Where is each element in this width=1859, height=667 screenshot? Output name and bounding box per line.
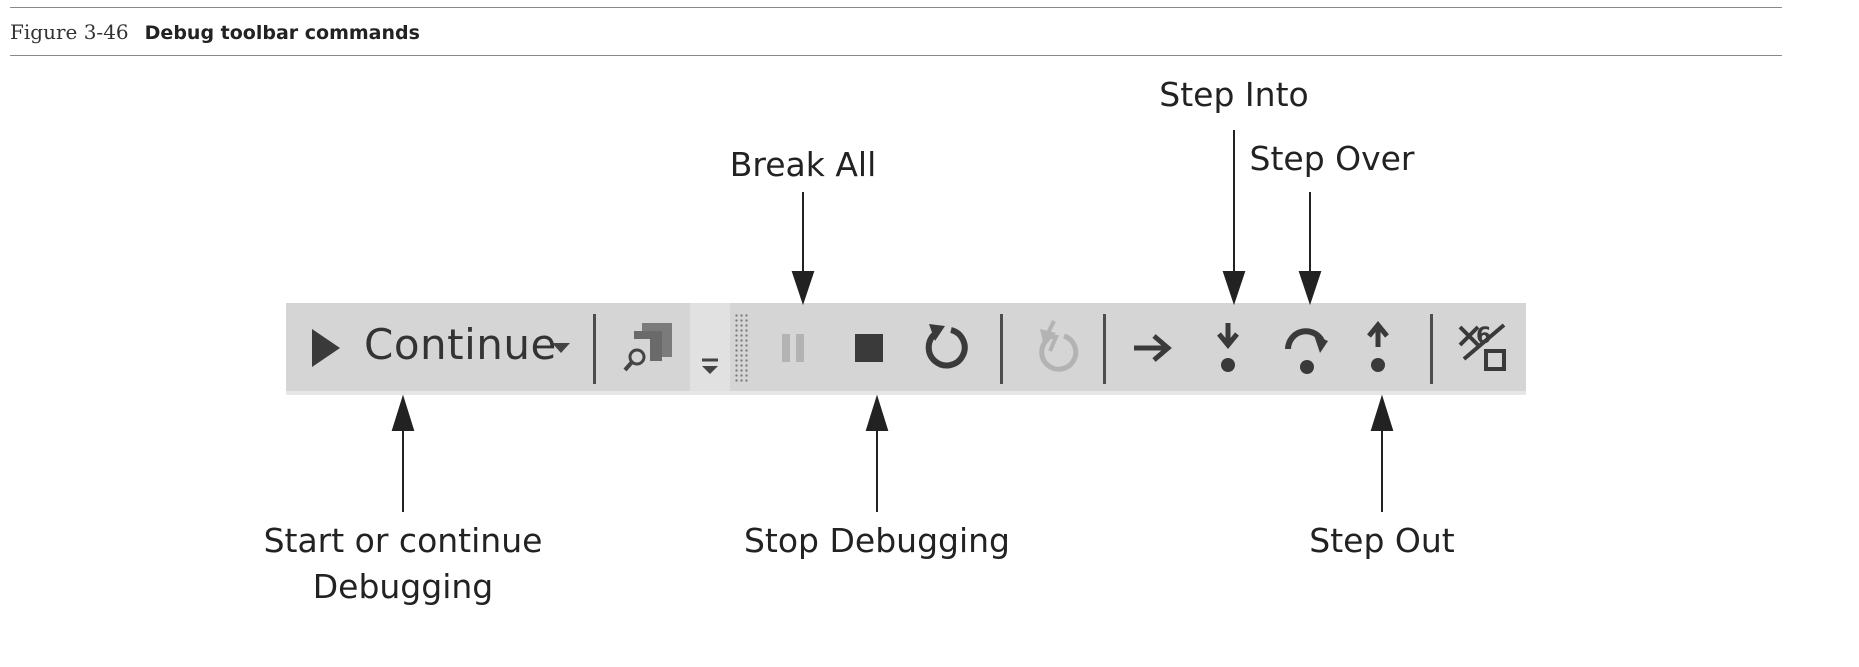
toolbar-grip[interactable]: [734, 313, 748, 383]
step-into-icon: [1217, 323, 1239, 372]
stop-debugging-button[interactable]: [846, 325, 892, 371]
caret-down-icon: [552, 343, 570, 353]
separator: [593, 314, 596, 384]
step-into-callout: Step Into: [1159, 75, 1309, 114]
find-window-icon: [623, 323, 672, 372]
play-icon: [312, 329, 340, 367]
restart-icon: [925, 324, 968, 369]
start-arrowhead: [391, 394, 415, 431]
hex-display-button[interactable]: 6: [1454, 317, 1514, 379]
start-callout-line2: Debugging: [312, 567, 494, 606]
break-all-button[interactable]: [770, 325, 816, 371]
caption-rule: [10, 55, 1782, 56]
step-into-button[interactable]: [1206, 319, 1250, 381]
continue-dropdown-button[interactable]: [548, 335, 574, 361]
pause-icon: [782, 334, 804, 362]
stop-debugging-callout: Stop Debugging: [743, 521, 1010, 560]
toolbar-overflow-button[interactable]: [690, 303, 730, 391]
step-into-arrowhead: [1222, 271, 1246, 306]
step-over-arrowhead: [1298, 271, 1322, 306]
step-out-arrowhead: [1370, 394, 1394, 431]
process-picker-button[interactable]: [620, 319, 676, 377]
svg-text:6: 6: [1476, 324, 1491, 349]
separator: [1000, 314, 1003, 384]
break-all-arrowhead: [791, 271, 815, 306]
overflow-chevron-icon: [702, 358, 718, 374]
apply-code-changes-button[interactable]: [1026, 317, 1086, 377]
continue-label[interactable]: Continue: [364, 320, 557, 369]
break-all-callout: Break All: [729, 145, 877, 184]
start-callout-line1: Start or continue: [263, 521, 543, 560]
debug-toolbar: Continue: [286, 303, 1526, 395]
restart-button[interactable]: [918, 319, 976, 377]
step-over-callout: Step Over: [1249, 139, 1415, 178]
arrow-right-icon: [1134, 334, 1172, 362]
separator: [1430, 314, 1433, 384]
step-out-callout: Step Out: [1309, 521, 1455, 560]
figure-number: Figure 3-46: [10, 20, 129, 44]
figure-title: Debug toolbar commands: [144, 22, 420, 44]
hot-reload-icon: [1039, 320, 1079, 372]
top-rule: [10, 7, 1782, 8]
figure-caption: Figure 3-46 Debug toolbar commands: [10, 20, 420, 44]
stop-arrowhead: [865, 394, 889, 431]
step-over-button[interactable]: [1278, 317, 1336, 381]
step-out-button[interactable]: [1356, 319, 1400, 381]
stop-icon: [855, 334, 883, 362]
start-callout: Start or continue Debugging: [243, 518, 563, 610]
separator: [1103, 314, 1106, 384]
step-out-icon: [1367, 321, 1389, 372]
show-next-statement-button[interactable]: [1128, 325, 1178, 371]
hex-display-icon: 6: [1458, 323, 1506, 371]
step-over-icon: [1285, 328, 1328, 374]
start-continue-button[interactable]: [306, 325, 346, 371]
